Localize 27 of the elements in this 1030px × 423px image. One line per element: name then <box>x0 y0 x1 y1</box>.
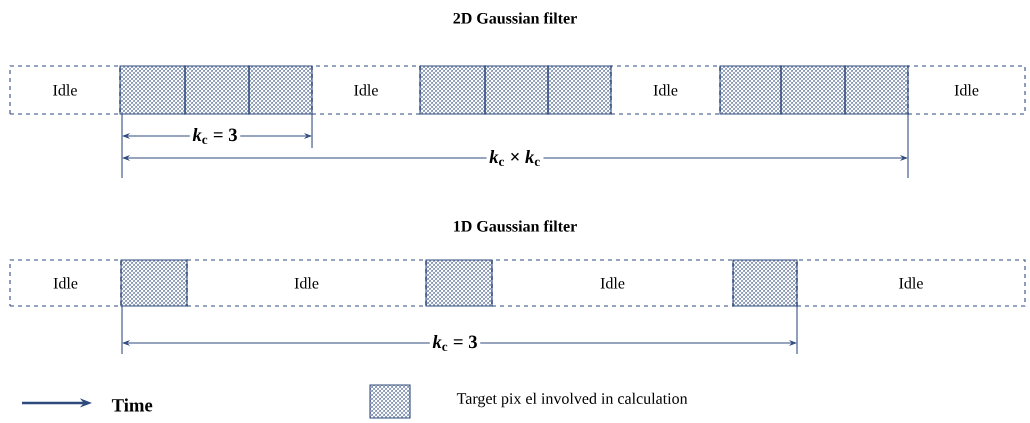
dimension-label: k$_{c}$ × k$_{c}$ <box>486 147 544 169</box>
hatched-cell <box>419 65 486 115</box>
idle-segment: Idle <box>796 259 1026 307</box>
dimension-label: k$_{c}$ = 3 <box>429 332 481 354</box>
hatched-cell <box>120 259 188 307</box>
hatched-cell <box>780 65 846 115</box>
idle-segment: Idle <box>610 65 721 115</box>
hatched-cell <box>425 259 493 307</box>
idle-segment: Idle <box>186 259 427 307</box>
hatched-cell <box>844 65 909 115</box>
hatched-cell <box>119 65 186 115</box>
legend-label: Time <box>111 398 153 412</box>
hatched-cell <box>719 65 782 115</box>
idle-segment: Idle <box>907 65 1026 115</box>
idle-segment: Idle <box>311 65 421 115</box>
idle-segment: Idle <box>9 65 121 115</box>
idle-segment: Idle <box>9 259 122 307</box>
hatched-cell <box>184 65 250 115</box>
legend-label: Target pix el involved in calculation <box>456 392 688 408</box>
hatched-cell <box>547 65 612 115</box>
hatched-cell <box>248 65 313 115</box>
hatched-cell <box>732 259 798 307</box>
dimension-label: k$_{c}$ = 3 <box>189 125 241 147</box>
section-heading: 2D Gaussian filter <box>453 12 577 24</box>
section-heading: 1D Gaussian filter <box>454 220 577 232</box>
idle-segment: Idle <box>491 259 734 307</box>
hatched-cell <box>484 65 549 115</box>
